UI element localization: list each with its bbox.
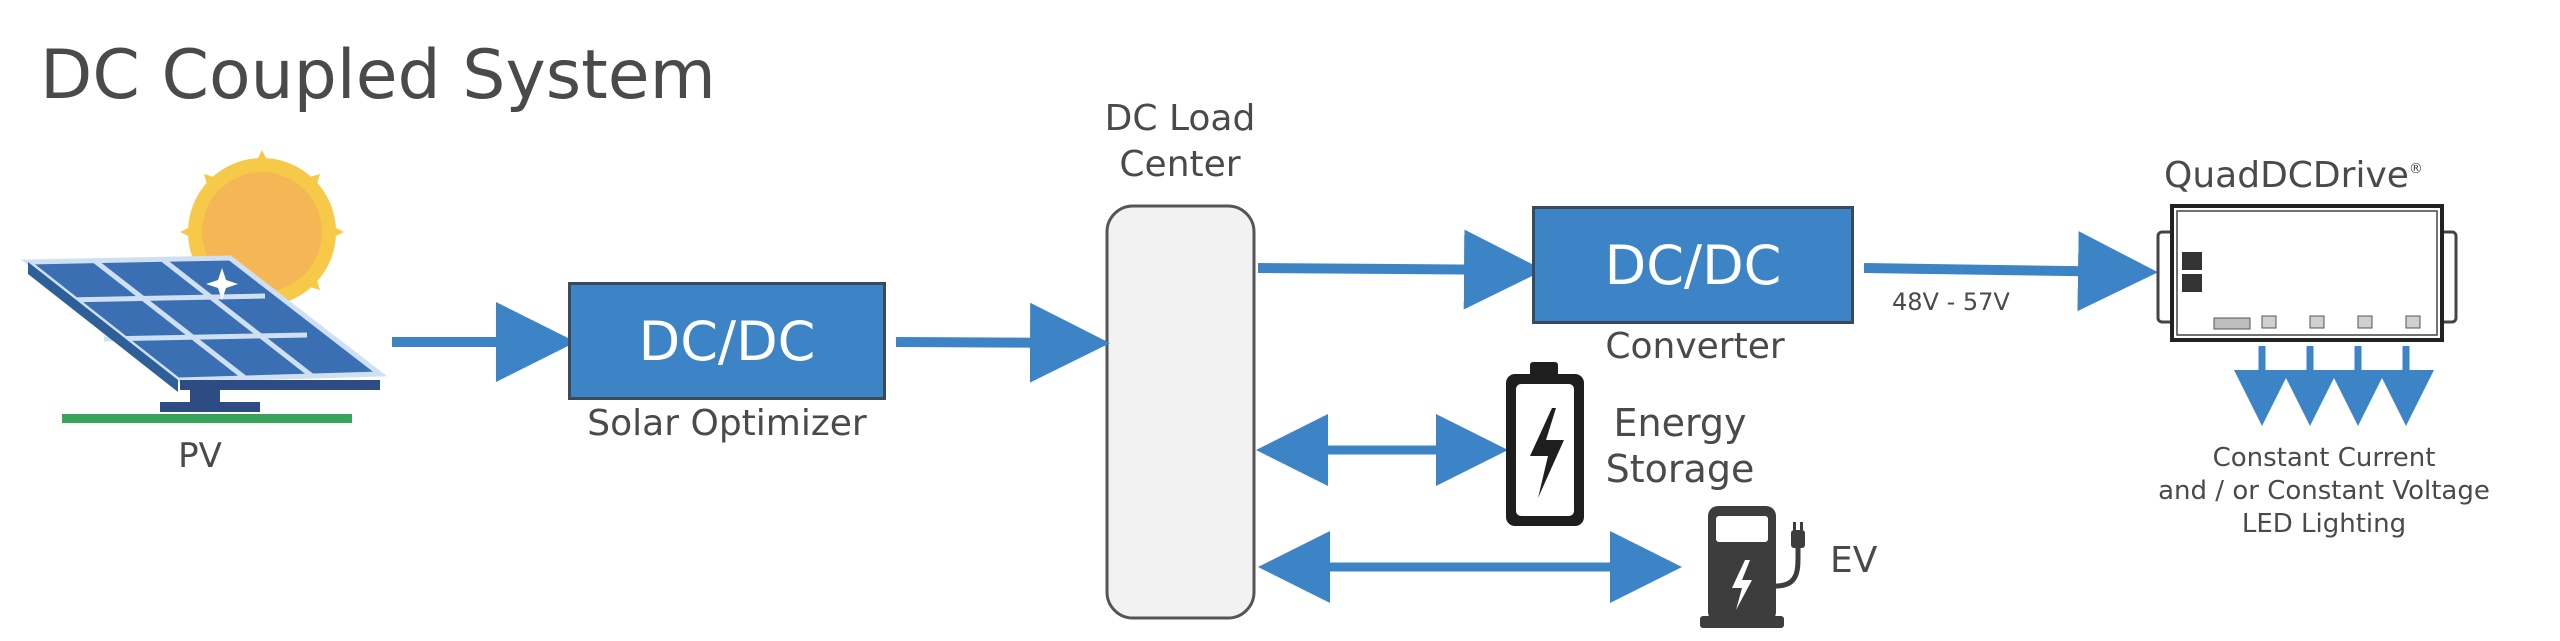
storage-line2: Storage bbox=[1605, 447, 1755, 491]
quaddcdrive-label: QuadDCDrive® bbox=[2164, 155, 2423, 196]
dc-load-center-label: DC Load Center bbox=[1080, 96, 1280, 188]
storage-line1: Energy bbox=[1613, 401, 1747, 445]
loadcenter-to-converter-arrow bbox=[1257, 229, 1544, 310]
converter-box-text: DC/DC bbox=[1604, 233, 1782, 297]
load-center-line2: Center bbox=[1119, 144, 1241, 185]
dc-load-center-box bbox=[1105, 204, 1256, 620]
converter-to-driver-arrow bbox=[1863, 231, 2158, 312]
lighting-line1: Constant Current bbox=[2212, 443, 2436, 473]
ev-label: EV bbox=[1830, 540, 1878, 581]
lighting-line2: and / or Constant Voltage bbox=[2158, 476, 2490, 506]
converter-label: Converter bbox=[1605, 326, 1785, 367]
voltage-range-label: 48V - 57V bbox=[1892, 288, 2010, 316]
load-center-line1: DC Load bbox=[1104, 98, 1256, 139]
led-lighting-label: Constant Current and / or Constant Volta… bbox=[2124, 442, 2524, 541]
optimizer-to-loadcenter-arrow bbox=[895, 302, 1110, 383]
energy-storage-label: Energy Storage bbox=[1590, 400, 1770, 492]
trademark-symbol: ® bbox=[2408, 161, 2423, 177]
driver-name: QuadDCDrive bbox=[2164, 155, 2409, 196]
pv-label: PV bbox=[178, 436, 222, 476]
quaddcdrive-device-icon bbox=[2156, 204, 2458, 342]
optimizer-box-text: DC/DC bbox=[638, 309, 816, 373]
lighting-line3: LED Lighting bbox=[2241, 509, 2407, 539]
battery-icon bbox=[1506, 362, 1584, 526]
solar-panel-icon bbox=[20, 255, 388, 423]
page-title: DC Coupled System bbox=[40, 36, 716, 115]
solar-optimizer-box: DC/DC bbox=[568, 282, 886, 400]
solar-optimizer-label: Solar Optimizer bbox=[587, 403, 867, 444]
ev-charger-icon bbox=[1700, 506, 1805, 628]
converter-box: DC/DC bbox=[1532, 206, 1854, 324]
